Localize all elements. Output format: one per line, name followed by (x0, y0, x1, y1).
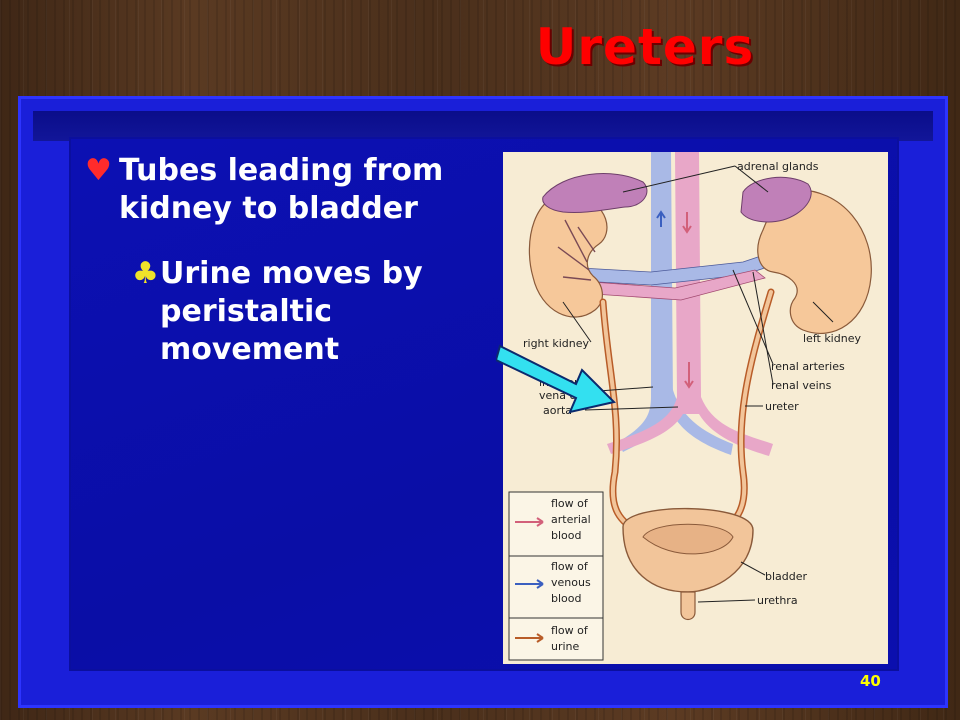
vena-cava (618, 152, 673, 452)
legend-arterial-3: blood (551, 529, 581, 542)
kidney-vessels-right (557, 219, 596, 281)
label-renal-arteries: renal arteries (771, 360, 845, 373)
label-adrenal-glands: adrenal glands (737, 160, 819, 173)
slide-title: Ureters (535, 18, 755, 76)
aorta (607, 152, 773, 456)
legend-urine-arrow-icon (536, 633, 544, 643)
pointer-arrow-icon (496, 344, 616, 414)
left-kidney (757, 189, 872, 335)
legend-urine-1: flow of (551, 624, 589, 637)
arterial-arrow (682, 212, 692, 234)
legend-box (508, 491, 604, 661)
page-number: 40 (860, 672, 881, 690)
legend-arterial-arrow-icon (536, 517, 544, 527)
club-bullet-icon: ♣ (132, 256, 159, 291)
bullet-main-text: Tubes leading from kidney to bladder (119, 153, 444, 226)
bullet-main: ♥ Tubes leading from kidney to bladder (85, 152, 485, 228)
label-aorta: aorta (543, 404, 572, 417)
leader-lines (562, 165, 834, 603)
legend-urine-2: urine (551, 640, 580, 653)
bullet-sub: ♣ Urine moves by peristaltic movement (132, 255, 472, 369)
frame-bevel (33, 111, 933, 141)
urethra (680, 591, 696, 621)
label-renal-veins: renal veins (771, 379, 832, 392)
legend-venous-2: venous (551, 576, 591, 589)
urinary-system-diagram: adrenal glands right kidney left kidney … (503, 152, 888, 664)
label-bladder: bladder (765, 570, 808, 583)
left-adrenal (740, 176, 812, 223)
legend: flow of arterial blood flow of venous bl… (508, 491, 604, 661)
right-adrenal (542, 173, 648, 213)
bladder-lumen (642, 523, 734, 555)
label-right-kidney: right kidney (523, 337, 589, 350)
label-ureter: ureter (765, 400, 799, 413)
right-ureter-lumen (601, 300, 640, 534)
legend-venous-arrow-icon (536, 579, 544, 589)
iliac-vein (668, 382, 733, 455)
legend-venous-1: flow of (551, 560, 589, 573)
label-left-kidney: left kidney (803, 332, 861, 345)
legend-arterial-1: flow of (551, 497, 589, 510)
legend-arterial-2: arterial (551, 513, 591, 526)
venous-arrow (656, 210, 666, 227)
arterial-arrow-2 (684, 362, 694, 389)
legend-venous-3: blood (551, 592, 581, 605)
bullet-sub-text: Urine moves by peristaltic movement (160, 256, 423, 367)
label-urethra: urethra (757, 594, 798, 607)
heart-bullet-icon: ♥ (85, 153, 112, 188)
